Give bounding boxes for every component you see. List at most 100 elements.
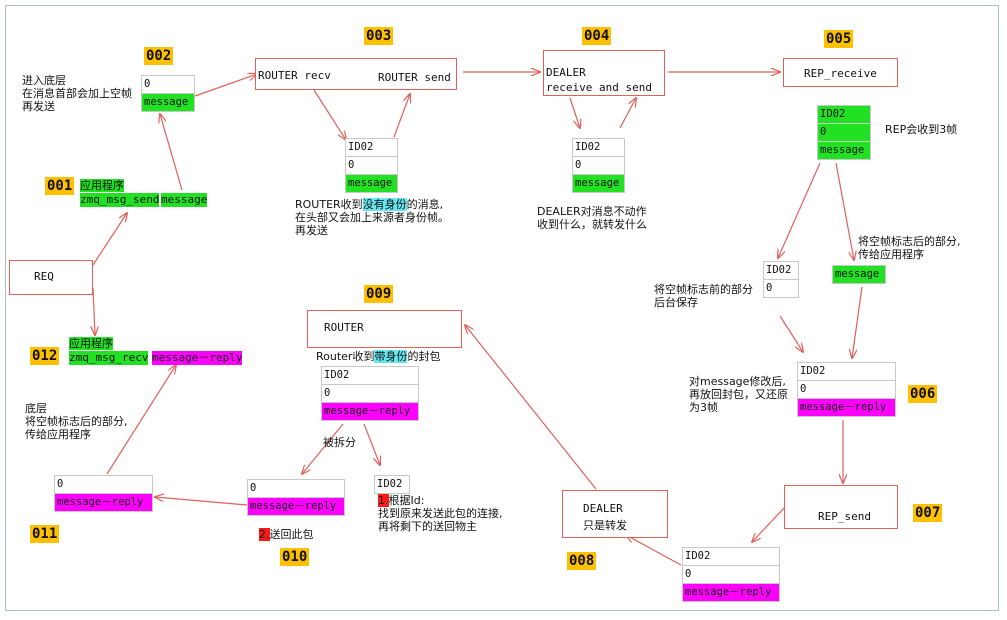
frames-005-left: ID02 0 (763, 261, 799, 298)
note-003: ROUTER收到没有身份的消息, 在头部又会加上来源者身份帧。 再发送 (295, 198, 449, 237)
dealer-forward-sub-label: 只是转发 (583, 519, 627, 532)
step-tag-006: 006 (908, 385, 938, 403)
arrow-req-to-012 (93, 287, 95, 335)
dealer-forward-box: DEALER 只是转发 (562, 490, 668, 538)
app-001-msg: message (161, 193, 208, 207)
router-recv-label: ROUTER recv (258, 69, 331, 82)
frame-id: ID02 (573, 139, 624, 157)
rep-send-label: REP_send (818, 510, 871, 523)
note-line: DEALER对消息不动作 (537, 205, 647, 218)
note-line: 收到什么，就转发什么 (537, 218, 647, 231)
arrow-req-to-app (92, 213, 127, 266)
arrow-dealer-to-frames (569, 97, 580, 128)
step-tag-005: 005 (824, 30, 854, 48)
arrow-frames-to-router-send (393, 94, 410, 138)
step-tag-011: 011 (30, 525, 60, 543)
step-tag-012: 012 (30, 347, 60, 365)
step-tag-010: 010 (280, 548, 310, 566)
step-tag-004: 004 (582, 27, 612, 45)
highlight-no-identity: 没有身份 (362, 198, 407, 211)
dealer-label: DEALER (546, 66, 586, 79)
note-010-send: 2.送回此包 (259, 528, 314, 541)
step-number-1: 1. (378, 494, 389, 507)
frame-empty: 0 (766, 282, 773, 294)
frame-empty: 0 (683, 566, 779, 584)
note-line: 再放回封包，又还原 (689, 388, 788, 401)
arrow-011-to-012 (106, 365, 176, 475)
note-line: 底层 (25, 402, 47, 415)
frames-010: 0 message－reply (247, 479, 345, 516)
note-line: 1.根据Id: (378, 494, 425, 507)
note-009-split: 被拆分 (323, 436, 356, 449)
step-tag-008: 008 (567, 552, 597, 570)
arrow-002-to-003 (194, 74, 257, 97)
app-012-title: 应用程序 (69, 337, 113, 350)
frame-empty: 0 (798, 381, 895, 399)
arrow-009-split-left (302, 423, 344, 474)
router-box: ROUTER (307, 310, 462, 348)
arrow-left-to-006 (779, 315, 803, 352)
rep-receive-label: REP_receive (804, 67, 877, 80)
frames-003: ID02 0 message (345, 138, 398, 193)
router-recv-send-box: ROUTER recv ROUTER send (255, 58, 457, 90)
note-line: 对message修改后, (689, 375, 786, 388)
frame-message: message (818, 142, 870, 159)
arrow-007-to-frames (752, 504, 788, 542)
frame-message: message (833, 266, 885, 283)
frames-011: 0 message－reply (54, 475, 153, 512)
app-001-title: 应用程序 (80, 179, 124, 192)
highlight-with-identity: 带身份 (374, 350, 408, 363)
frame-empty: 0 (818, 124, 870, 142)
arrow-router-to-frames (313, 89, 346, 140)
frames-005-right: message (832, 265, 886, 284)
frame-empty: 0 (55, 476, 152, 494)
frames-004: ID02 0 message (572, 138, 625, 193)
note-line: 在头部又会加上来源者身份帧。 (295, 211, 449, 224)
frame-message: message (142, 94, 194, 111)
frame-empty: 0 (346, 157, 397, 175)
router-send-label: ROUTER send (378, 71, 451, 84)
frame-id: ID02 (764, 262, 798, 280)
note-line: ROUTER收到没有身份的消息, (295, 198, 444, 211)
note-line: 传给应用程序 (858, 248, 924, 261)
frame-message-reply: message－reply (55, 494, 152, 511)
dealer-sub-label: receive and send (546, 81, 652, 94)
note-002: 进入底层 在消息首部会加上空帧 再发送 (22, 74, 132, 113)
note-010-id: 1.根据Id: 找到原来发送此包的连接, 再将剩下的送回物主 (378, 494, 503, 533)
app-012-func: zmq_msg_recv (69, 351, 149, 365)
step-tag-002: 002 (144, 47, 174, 65)
arrow-008-to-009 (465, 325, 597, 490)
arrow-005-to-left (778, 162, 821, 258)
arrow-frames-to-dealer (619, 98, 636, 129)
frame-id: ID02 (683, 548, 779, 566)
note-line: 后台保存 (654, 296, 698, 309)
frame-id: ID02 (818, 106, 870, 124)
router-label: ROUTER (324, 321, 364, 334)
note-004: DEALER对消息不动作 收到什么，就转发什么 (537, 205, 647, 231)
note-line: 将空帧标志后的部分, (25, 415, 128, 428)
note-005-right: 将空帧标志后的部分, 传给应用程序 (858, 235, 961, 261)
step-tag-003: 003 (364, 27, 394, 45)
frame-empty: 0 (248, 480, 344, 498)
frame-message-reply: message－reply (683, 584, 779, 601)
frame-message-reply: message－reply (322, 403, 418, 420)
arrow-005-to-right (835, 162, 854, 260)
dealer-box: DEALER receive and send (543, 50, 665, 96)
arrow-right-to-006 (852, 286, 863, 358)
frame-id: ID02 (798, 363, 895, 381)
frame-message: message (346, 175, 397, 192)
frames-002: 0 message (141, 75, 195, 112)
note-005: REP会收到3帧 (885, 123, 958, 136)
arrow-app-to-002 (160, 114, 183, 191)
frame-id: ID02 (322, 367, 418, 385)
note-line: 为3帧 (689, 401, 718, 414)
rep-receive-box: REP_receive (783, 58, 898, 87)
frames-008: ID02 0 message－reply (682, 547, 780, 602)
note-line: 将空帧标志前的部分 (654, 283, 753, 296)
note-line: 传给应用程序 (25, 428, 91, 441)
note-006: 对message修改后, 再放回封包，又还原 为3帧 (689, 375, 788, 414)
frame-empty: 0 (573, 157, 624, 175)
frame-message-reply: message－reply (248, 498, 344, 515)
frame-empty: 0 (142, 76, 194, 94)
